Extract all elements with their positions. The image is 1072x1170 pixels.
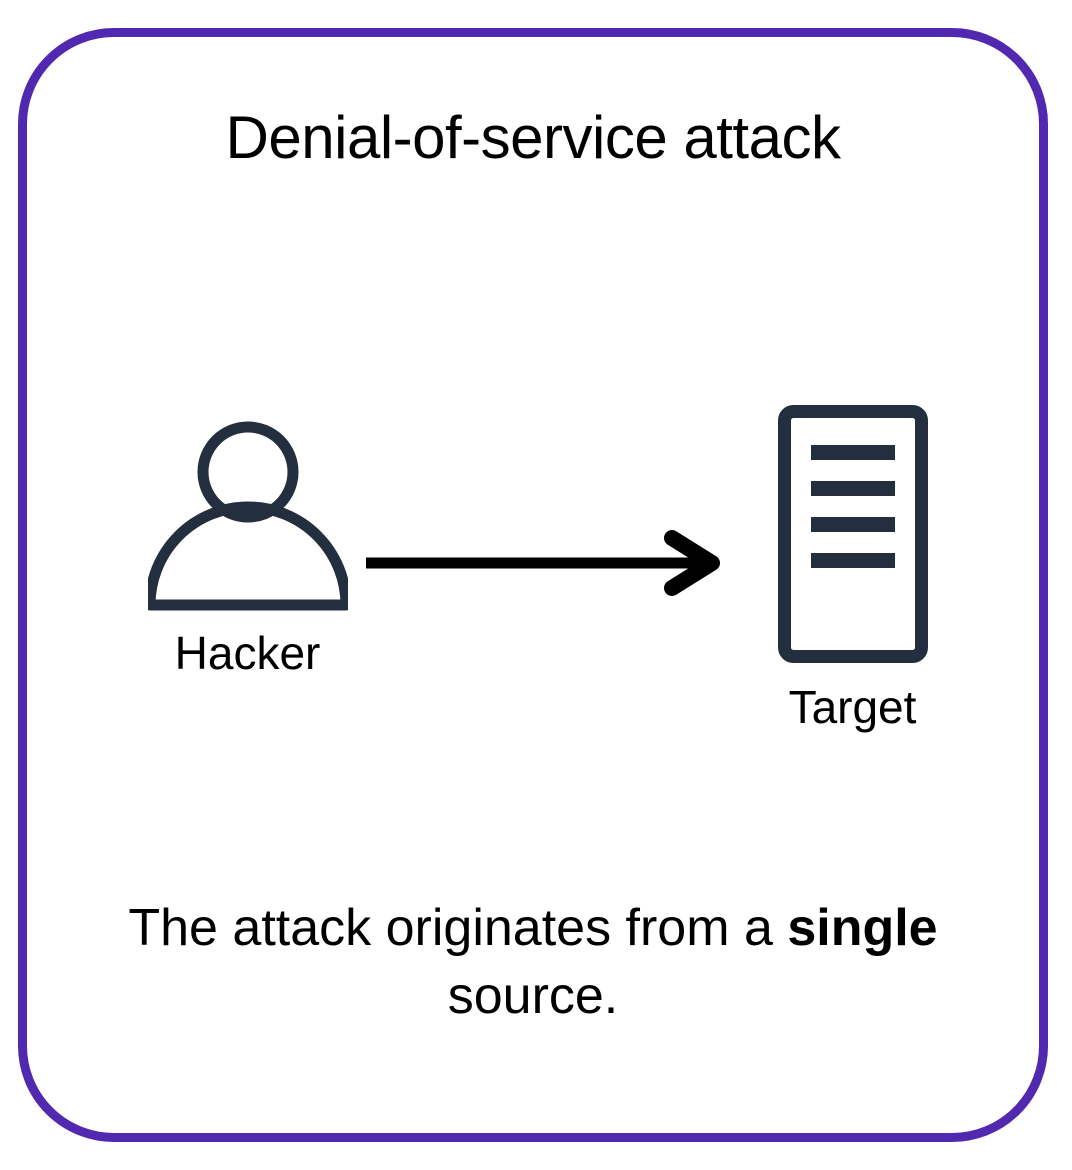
caption-part2: source. [447, 966, 619, 1025]
caption-part1: The attack originates from a [128, 899, 788, 957]
node-target[interactable]: Target [735, 405, 970, 731]
caption: The attack originates from a single sour… [60, 895, 1006, 1030]
arrow-right-icon [366, 530, 720, 596]
card-frame [18, 28, 1048, 1142]
page-title: Denial-of-service attack [225, 104, 841, 171]
node-label-hacker: Hacker [174, 627, 321, 679]
caption-emphasis: single [787, 899, 938, 957]
person-icon [147, 421, 348, 611]
node-hacker[interactable]: Hacker [115, 415, 380, 677]
node-label-target: Target [788, 681, 917, 733]
server-icon [777, 405, 928, 663]
